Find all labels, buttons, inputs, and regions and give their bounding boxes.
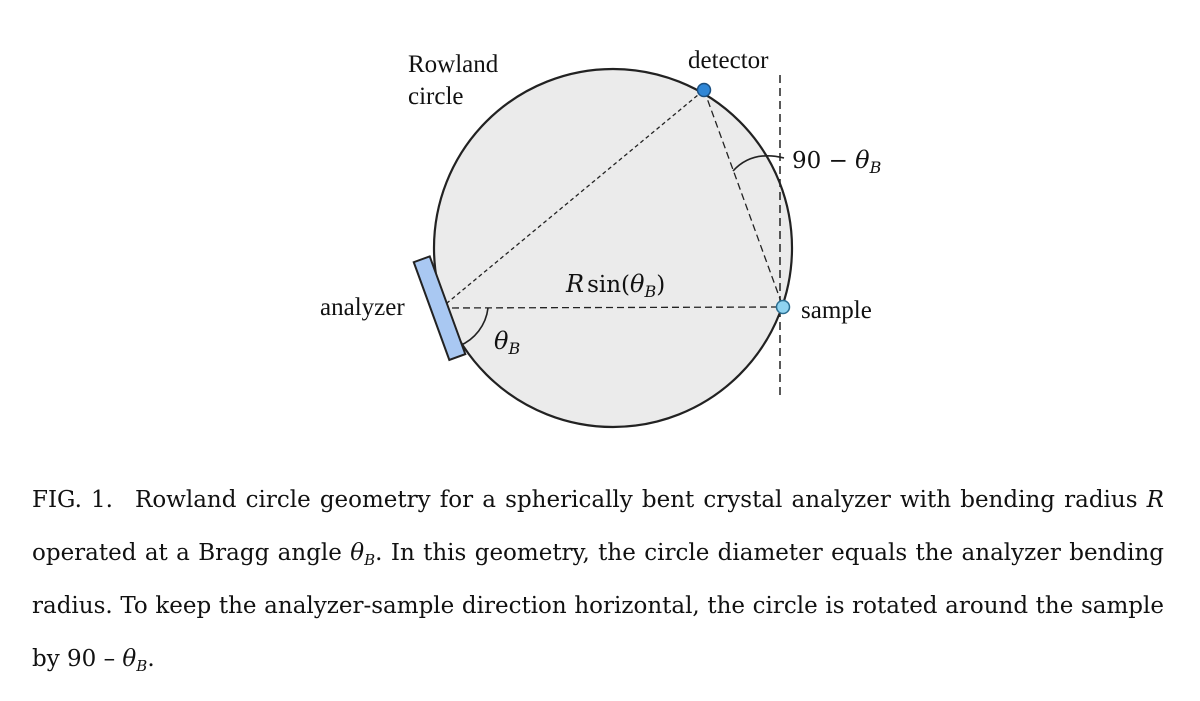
sample-label: sample: [801, 297, 872, 324]
rowland-figure: Rowland circle detector sample analyzer …: [320, 47, 882, 429]
analyzer-detector-line: [440, 89, 705, 309]
caption-text-1: Rowland circle geometry for a sphericall…: [135, 487, 1147, 513]
analyzer-sample-line: [440, 306, 784, 309]
rowland-label-line2: circle: [408, 83, 464, 110]
bragg-angle-arc: [458, 307, 489, 347]
analyzer-label: analyzer: [320, 294, 405, 321]
figure-caption: FIG. 1. Rowland circle geometry for a sph…: [32, 474, 1164, 686]
detector-label: detector: [688, 47, 769, 74]
caption-text-4: .: [147, 646, 155, 672]
caption-theta-sub-2: B: [136, 657, 148, 675]
figure-number: FIG. 1.: [32, 487, 113, 513]
caption-text-2: operated at a Bragg angle: [32, 540, 351, 566]
caption-theta-2: θ: [122, 646, 137, 672]
rotation-angle-arc: [732, 155, 785, 172]
rowland-label-line1: Rowland: [408, 51, 499, 78]
detector-sample-line: [703, 89, 784, 308]
rowland-circle: [432, 67, 794, 429]
caption-theta: θ: [350, 540, 365, 566]
rotation-angle-label: 90 − θB: [792, 146, 882, 177]
caption-R: R: [1146, 487, 1164, 513]
bragg-angle-label: θB: [494, 327, 520, 358]
sample-point: [775, 299, 791, 315]
caption-theta-sub: B: [364, 551, 376, 569]
caption-text-3: . In this geometry, the circle diameter …: [32, 540, 1164, 672]
detector-point: [696, 82, 712, 98]
analyzer-crystal: [412, 255, 467, 362]
